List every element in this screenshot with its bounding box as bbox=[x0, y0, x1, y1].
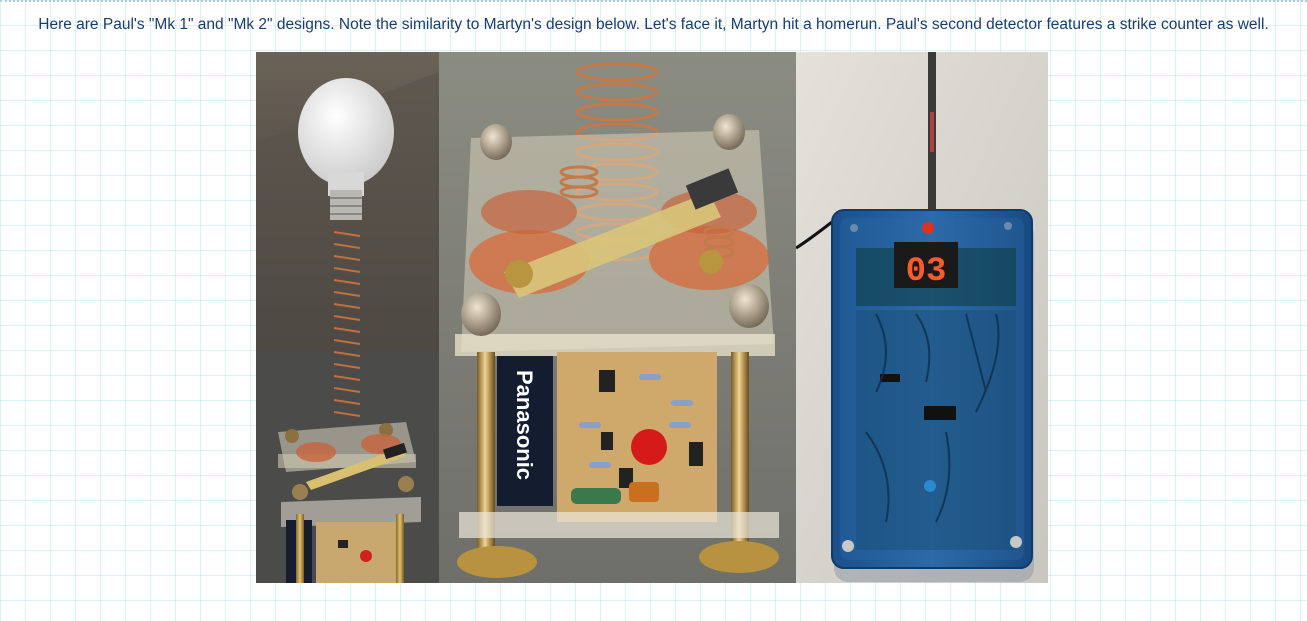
strike-counter-photo: 03 bbox=[796, 52, 1048, 583]
photo-caption: Here are Paul's "Mk 1" and "Mk 2" design… bbox=[38, 16, 1269, 33]
mk2-detector-photo: Panasonic bbox=[439, 52, 796, 583]
mk2-battery-label: Panasonic bbox=[512, 370, 537, 480]
top-dotted-divider bbox=[0, 0, 1307, 6]
mk1-detector-photo: Panasonic bbox=[256, 52, 439, 583]
strike-counter-display: 03 bbox=[906, 253, 947, 291]
